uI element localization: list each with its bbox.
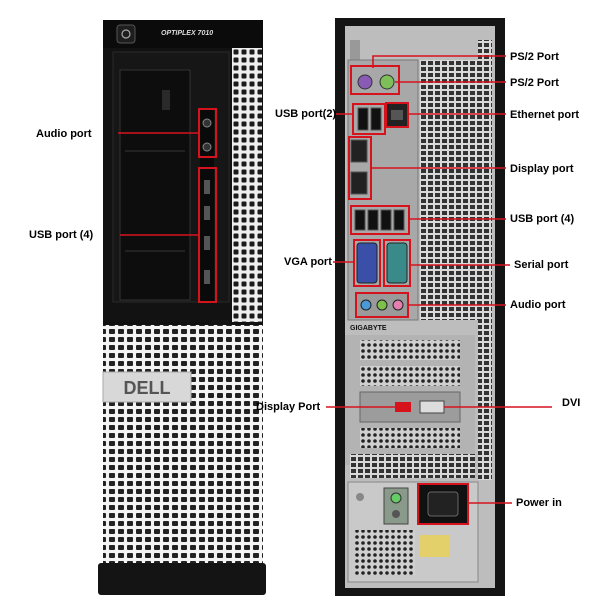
- label-front-audio: Audio port: [36, 128, 92, 140]
- label-ps2-2: PS/2 Port: [510, 77, 559, 89]
- psu-vent: [355, 530, 415, 575]
- psu-fan-label: [420, 535, 450, 557]
- front-usb-port: [204, 236, 210, 250]
- rear-usb-port: [380, 209, 392, 231]
- callout-ps2-1: [372, 55, 506, 68]
- front-mic-jack: [202, 142, 212, 152]
- rear-view: GIGABYTE: [335, 18, 505, 596]
- display-port: [350, 171, 368, 195]
- label-front-usb: USB port (4): [29, 229, 94, 241]
- front-usb-port: [204, 270, 210, 284]
- dvi-port: [419, 400, 445, 414]
- mic-jack: [392, 299, 404, 311]
- rear-usb-port: [354, 209, 366, 231]
- front-usb-port: [204, 206, 210, 220]
- psu-test-led: [390, 492, 402, 504]
- expansion-slot: [360, 340, 460, 360]
- label-serial: Serial port: [514, 259, 569, 271]
- front-base: [98, 563, 266, 595]
- usb4-highlight: [350, 205, 410, 235]
- power-icon: [121, 29, 131, 39]
- line-in-jack: [360, 299, 372, 311]
- power-button[interactable]: [116, 24, 136, 44]
- rear-usb-port: [357, 107, 369, 131]
- usb2-highlight: [352, 103, 386, 135]
- label-audio: Audio port: [510, 299, 566, 311]
- card-display-port: [395, 402, 411, 412]
- ps2-mouse-port: [379, 74, 395, 90]
- rear-usb-port: [370, 107, 382, 131]
- optical-drive: [119, 69, 191, 301]
- label-usb2: USB port(2): [275, 108, 337, 120]
- label-power: Power in: [516, 497, 562, 509]
- front-model-text: OPTIPLEX 7010: [161, 30, 213, 37]
- label-display-card: Display Port: [256, 401, 321, 413]
- serial-highlight: [383, 239, 411, 287]
- rear-usb-port: [367, 209, 379, 231]
- expansion-slot: [360, 428, 460, 448]
- rear-upper-mesh: [420, 60, 478, 320]
- gigabyte-text: GIGABYTE: [350, 325, 387, 332]
- dell-logo: DELL: [124, 378, 171, 398]
- label-ethernet: Ethernet port: [510, 109, 580, 121]
- rear-side-mesh: [478, 40, 492, 480]
- front-view: OPTIPLEX 7010 DELL: [98, 20, 266, 595]
- label-vga: VGA port: [284, 256, 332, 268]
- front-usb-port: [204, 180, 210, 194]
- display-port: [350, 139, 368, 163]
- expansion-slot: [360, 366, 460, 386]
- vga-port: [356, 242, 378, 284]
- serial-port: [386, 242, 408, 284]
- ps2-keyboard-port: [357, 74, 373, 90]
- optical-eject-button[interactable]: [162, 90, 170, 110]
- front-side-mesh: [232, 22, 262, 322]
- front-lower-mesh: [103, 322, 263, 564]
- label-dvi: DVI: [562, 397, 581, 409]
- label-display: Display port: [510, 163, 574, 175]
- label-usb4: USB port (4): [510, 213, 575, 225]
- label-ps2-1: PS/2 Port: [510, 51, 559, 63]
- callout-lines: [118, 55, 552, 504]
- line-out-jack: [376, 299, 388, 311]
- rear-lower-mesh: [350, 454, 475, 478]
- rear-usb-port: [393, 209, 405, 231]
- dell-badge: [102, 371, 192, 403]
- vga-highlight: [353, 239, 381, 287]
- ps2-highlight: [350, 65, 400, 95]
- front-headphone-jack: [202, 118, 212, 128]
